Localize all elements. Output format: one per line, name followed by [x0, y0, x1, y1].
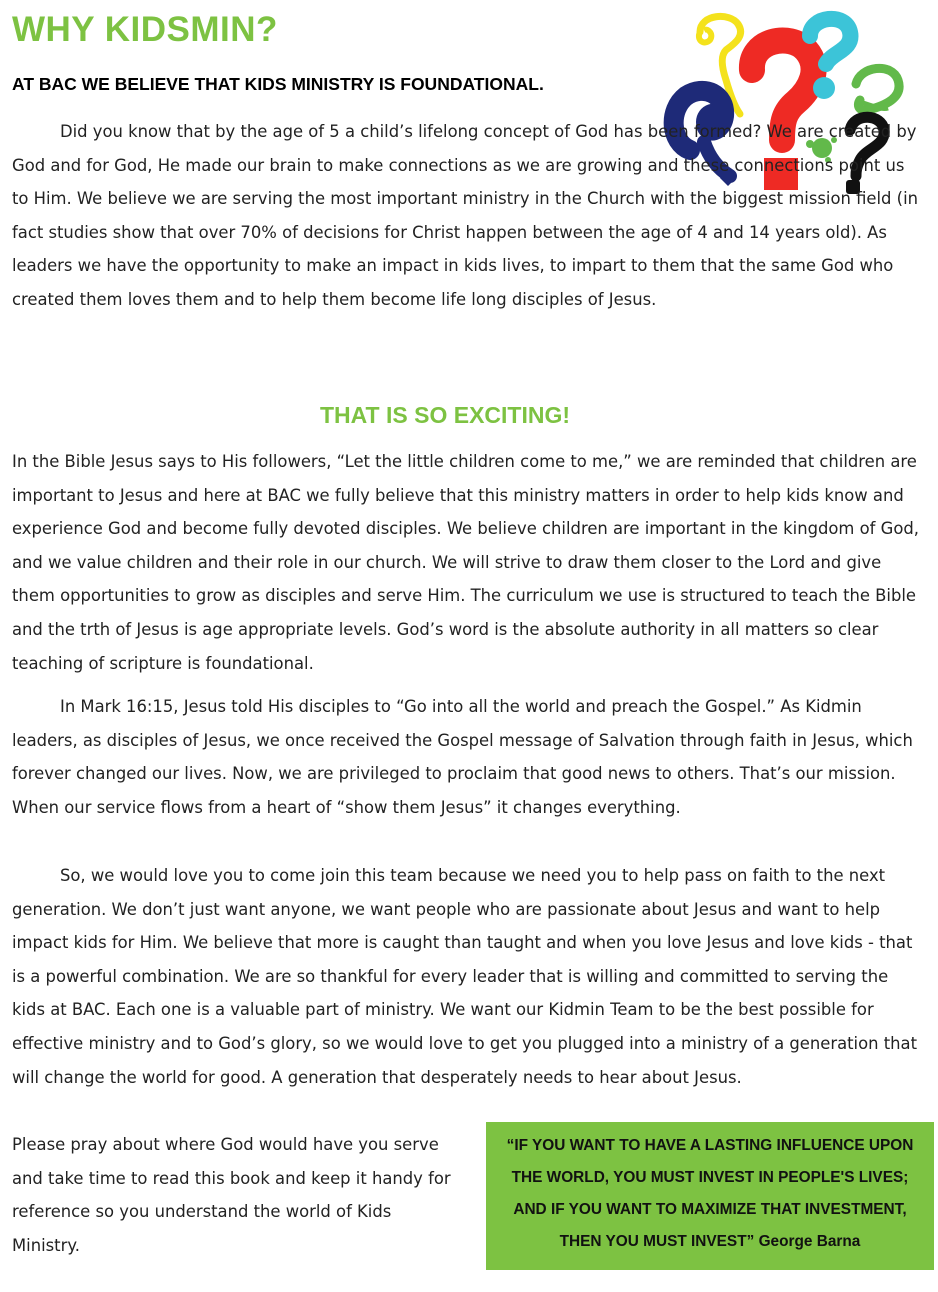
- section-heading: THAT IS SO EXCITING!: [319, 402, 571, 428]
- paragraph-5: Please pray about where God would have y…: [12, 1135, 451, 1255]
- page-title: WHY KIDSMIN?: [12, 10, 278, 49]
- intro-paragraph-text: Did you know that by the age of 5 a chil…: [12, 122, 919, 309]
- quote-text: “IF YOU WANT TO HAVE A LASTING INFLUENCE…: [506, 1137, 914, 1250]
- subheading: AT BAC WE BELIEVE THAT KIDS MINISTRY IS …: [12, 74, 544, 94]
- colorful-question-marks-icon: [663, 10, 904, 194]
- paragraph-3: In Mark 16:15, Jesus told His disciples …: [12, 690, 924, 824]
- quote-box: “IF YOU WANT TO HAVE A LASTING INFLUENCE…: [486, 1122, 934, 1270]
- intro-paragraph: Did you know that by the age of 5 a chil…: [12, 115, 922, 317]
- paragraph-2: In the Bible Jesus says to His followers…: [12, 452, 919, 673]
- paragraph-4: So, we would love you to come join this …: [12, 859, 926, 1094]
- quote-author: George Barna: [758, 1233, 861, 1250]
- paragraph-4-text: So, we would love you to come join this …: [12, 866, 918, 1087]
- paragraph-3-text: In Mark 16:15, Jesus told His disciples …: [12, 697, 913, 817]
